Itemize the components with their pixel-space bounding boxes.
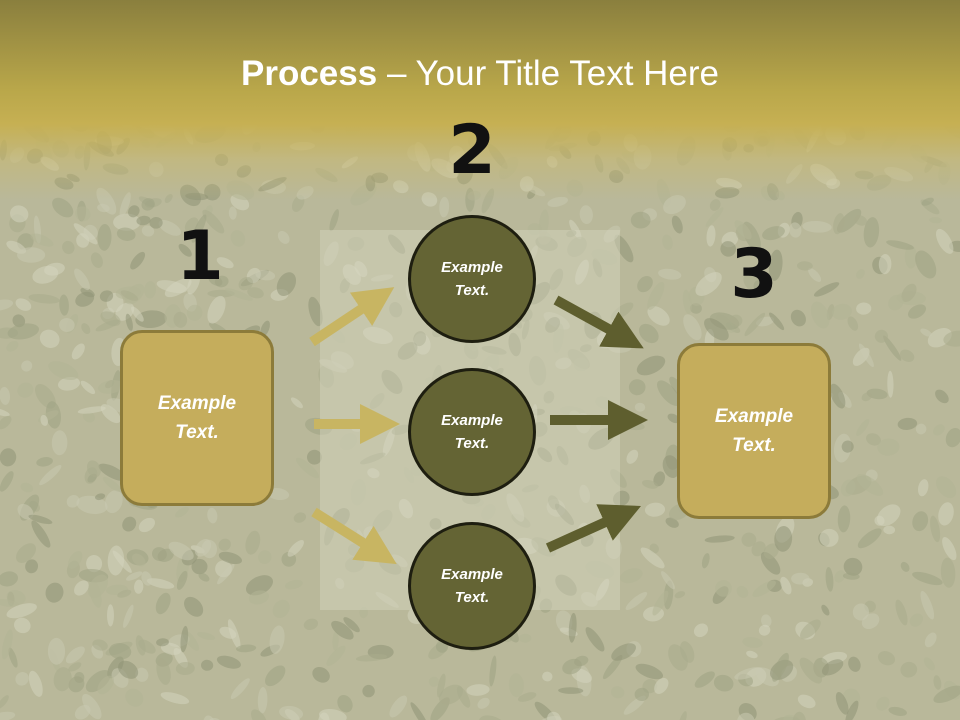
arrow-circle1-to-step3 <box>553 295 644 349</box>
step-number-3: 3 <box>730 235 778 314</box>
step-box-3-text: Example Text. <box>714 406 794 456</box>
slide-title: Process – Your Title Text Here <box>0 52 960 96</box>
header-band <box>0 0 960 200</box>
step-box-1[interactable]: Example Text. <box>120 330 274 506</box>
arrow-step1-to-circle1 <box>309 287 395 347</box>
title-rest: – Your Title Text Here <box>377 54 719 93</box>
step-box-1-text: Example Text. <box>157 393 237 443</box>
circle-3-text: Example Text. <box>441 566 503 606</box>
circle-2[interactable]: Example Text. <box>408 368 536 496</box>
step-number-2: 2 <box>448 111 496 190</box>
circle-3[interactable]: Example Text. <box>408 522 536 650</box>
title-bold: Process <box>241 54 378 93</box>
circle-1-text: Example Text. <box>441 259 503 299</box>
circle-1[interactable]: Example Text. <box>408 215 536 343</box>
arrow-circle3-to-step3 <box>545 504 641 553</box>
circle-2-text: Example Text. <box>441 412 503 452</box>
step-box-3[interactable]: Example Text. <box>677 343 831 519</box>
arrow-step1-to-circle3 <box>311 507 397 565</box>
step-number-1: 1 <box>176 217 224 296</box>
